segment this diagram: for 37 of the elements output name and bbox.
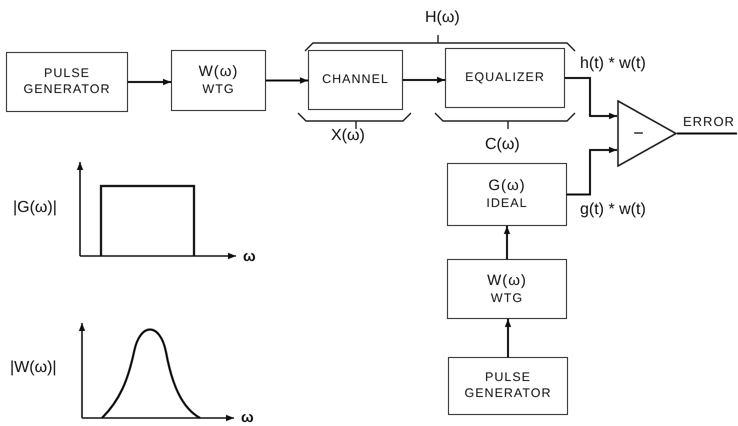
box-text: EQUALIZER bbox=[465, 70, 545, 86]
arrow bbox=[403, 76, 445, 84]
equalizer-box bbox=[445, 48, 565, 108]
arrow bbox=[504, 226, 510, 259]
transfer-function-label: H(ω) bbox=[425, 10, 460, 26]
arrow bbox=[128, 78, 171, 86]
box-text: CHANNEL bbox=[322, 72, 389, 88]
minus-sign: − bbox=[633, 122, 645, 145]
box-text: W(ω) bbox=[198, 63, 238, 82]
box-text: WTG bbox=[202, 82, 235, 98]
axis-label: ω bbox=[243, 249, 256, 264]
box-text: G(ω) bbox=[488, 177, 526, 196]
box-text: PULSE GENERATOR bbox=[463, 370, 553, 402]
comparator-symbol bbox=[617, 100, 677, 167]
arrow bbox=[504, 319, 512, 357]
axis-label: |G(ω)| bbox=[13, 200, 57, 216]
arrow bbox=[565, 77, 617, 120]
transfer-function-label: X(ω) bbox=[331, 128, 365, 144]
edge-label: ERROR bbox=[683, 115, 735, 128]
pulse-generator-box bbox=[448, 357, 568, 415]
pulse-generator-box bbox=[6, 52, 128, 112]
transfer-function-label: C(ω) bbox=[485, 137, 520, 153]
weighting-filter-box bbox=[447, 259, 567, 319]
ideal-filter-box bbox=[447, 163, 567, 226]
box-text: PULSE GENERATOR bbox=[22, 66, 112, 98]
output-line bbox=[677, 132, 737, 134]
box-text: IDEAL bbox=[486, 196, 528, 212]
edge-label: g(t) * w(t) bbox=[580, 202, 646, 218]
axis-label: |W(ω)| bbox=[10, 360, 57, 376]
edge-label: h(t) * w(t) bbox=[580, 56, 646, 72]
axis-label: ω bbox=[241, 410, 254, 425]
weighting-filter-box bbox=[171, 50, 266, 111]
arrow bbox=[567, 146, 617, 196]
box-text: WTG bbox=[490, 290, 524, 306]
box-text: W(ω) bbox=[487, 272, 527, 291]
arrow bbox=[266, 77, 308, 84]
channel-box bbox=[308, 50, 403, 110]
